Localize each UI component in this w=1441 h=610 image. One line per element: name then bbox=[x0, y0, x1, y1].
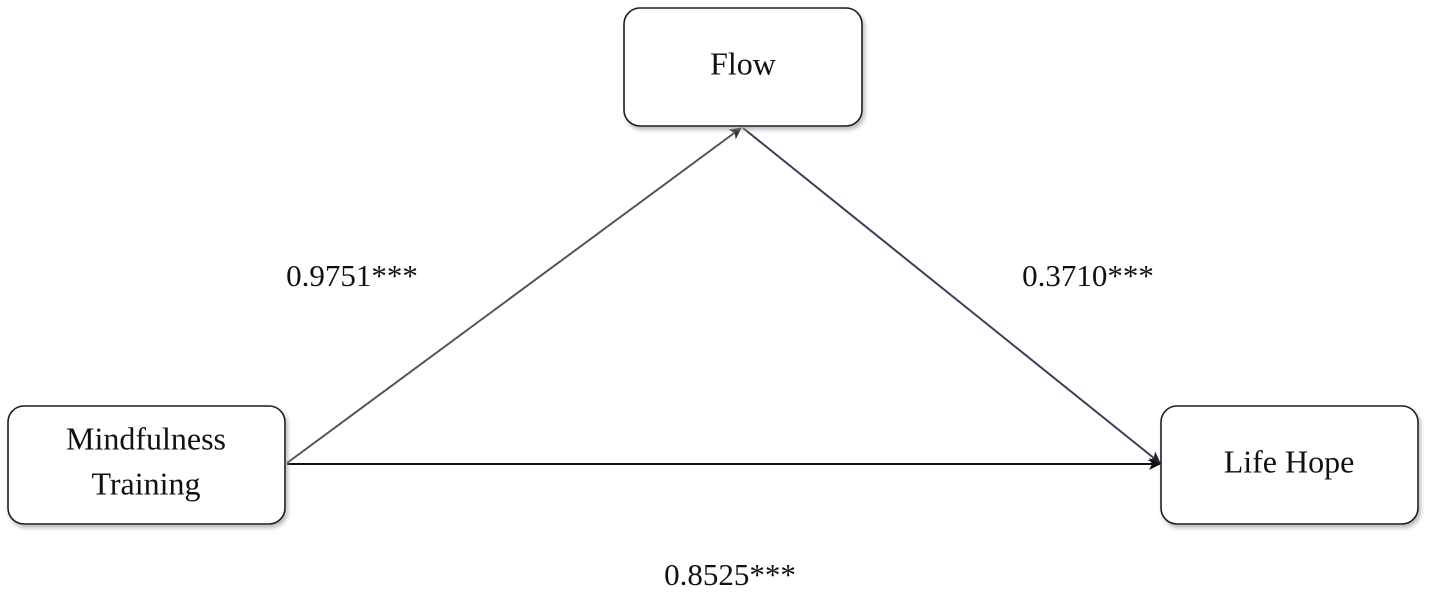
coefficient-flow-to-life-hope: 0.3710*** bbox=[1022, 258, 1154, 293]
coefficient-mindfulness-to-life-hope: 0.8525*** bbox=[664, 557, 796, 592]
edge-mindfulness-to-flow bbox=[286, 127, 742, 464]
node-mindfulness-label-line1: Mindfulness bbox=[66, 420, 226, 456]
node-flow: Flow bbox=[623, 7, 863, 127]
node-mindfulness-training: Mindfulness Training bbox=[7, 405, 286, 525]
coefficient-mindfulness-to-flow: 0.9751*** bbox=[286, 258, 418, 293]
edge-flow-to-life-hope bbox=[742, 127, 1161, 464]
node-mindfulness-label-line2: Training bbox=[91, 465, 200, 501]
node-life-hope: Life Hope bbox=[1160, 405, 1419, 525]
node-flow-label: Flow bbox=[710, 45, 776, 81]
node-life-hope-label: Life Hope bbox=[1224, 443, 1355, 479]
